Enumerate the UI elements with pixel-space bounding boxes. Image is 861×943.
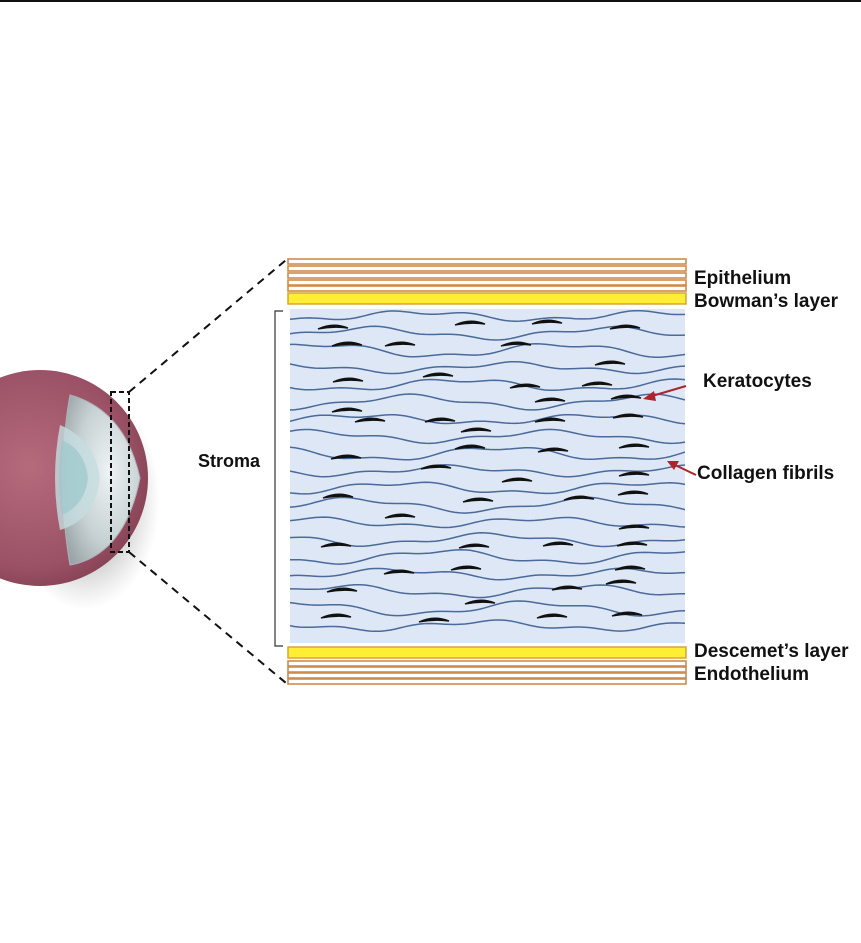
keratocyte-cell [320, 613, 352, 619]
keratocyte-cell [610, 394, 642, 400]
keratocyte-cell [581, 381, 613, 387]
keratocytes [317, 319, 650, 623]
keratocyte-cell [534, 397, 566, 403]
keratocytes-arrow [643, 385, 687, 401]
stroma-label: Stroma [198, 451, 261, 471]
keratocyte-cell [384, 513, 416, 519]
top-border [0, 0, 861, 2]
keratocyte-cell [317, 324, 349, 330]
keratocyte-cell [422, 372, 454, 378]
keratocyte-cell [612, 413, 644, 419]
endothelium-cell-layer [287, 678, 687, 685]
keratocyte-cell [454, 444, 486, 450]
keratocyte-cell [500, 341, 532, 347]
collagen-fibril [290, 360, 685, 375]
collagen-fibril [290, 496, 685, 514]
keratocyte-cell [331, 341, 363, 347]
keratocyte-cell [354, 417, 386, 423]
keratocyte-cell [462, 497, 494, 503]
endothelium-label: Endothelium [694, 664, 810, 685]
bowmans-layer-label: Bowman’s layer [694, 291, 838, 312]
keratocyte-cell [454, 320, 486, 326]
zoom-box [110, 391, 130, 553]
collagen-arrow [667, 461, 697, 476]
keratocyte-cell [322, 493, 354, 499]
keratocyte-cell [531, 319, 563, 325]
keratocyte-cell [330, 454, 362, 460]
keratocyte-cell [536, 613, 568, 619]
collagen-fibril [290, 446, 685, 461]
keratocyte-cell [384, 341, 416, 347]
endothelium-cell-layer [287, 660, 687, 667]
zoom-line-bottom [128, 551, 287, 684]
collagen-fibril [290, 583, 685, 599]
endothelium-layers [287, 660, 687, 685]
keratocyte-cell [418, 617, 450, 623]
descemets-layer-label: Descemet’s layer [694, 641, 849, 662]
collagen-fibrils-label: Collagen fibrils [697, 463, 835, 484]
epithelium-cell-layer [287, 279, 687, 286]
collagen-fibril [290, 619, 685, 633]
epithelium-label: Epithelium [694, 268, 792, 289]
bowmans-layer [287, 292, 687, 305]
epithelium-layers [287, 258, 687, 292]
keratocyte-cell [464, 599, 496, 605]
collagen-fibril [290, 343, 685, 359]
keratocytes-label: Keratocytes [703, 371, 812, 392]
keratocyte-cell [618, 524, 650, 530]
collagen-fibril [290, 464, 685, 478]
keratocyte-cell [618, 443, 650, 449]
keratocyte-cell [501, 477, 533, 483]
endothelium-cell-layer [287, 666, 687, 673]
collagen-fibril [290, 548, 685, 565]
keratocyte-cell [331, 407, 363, 413]
keratocyte-cell [450, 565, 482, 571]
endothelium-cell-layer [287, 672, 687, 679]
keratocyte-cell [509, 383, 541, 389]
collagen-fibril [290, 481, 685, 495]
keratocyte-cell [563, 495, 595, 501]
keratocyte-cell [614, 565, 646, 571]
keratocyte-cell [609, 324, 641, 330]
keratocyte-cell [605, 579, 637, 585]
collagen-fibrils [290, 309, 685, 633]
descemets-layer [287, 646, 687, 659]
keratocyte-cell [617, 490, 649, 496]
keratocyte-cell [551, 585, 583, 591]
zoom-line-top [128, 259, 287, 393]
keratocyte-cell [320, 542, 352, 548]
keratocyte-cell [616, 541, 648, 547]
epithelium-cell-layer [287, 265, 687, 272]
collagen-fibril [290, 516, 685, 529]
keratocyte-cell [594, 360, 626, 366]
collagen-fibril [290, 378, 685, 392]
epithelium-cell-layer [287, 285, 687, 292]
keratocyte-cell [383, 569, 415, 575]
stroma-background [290, 309, 685, 643]
stroma-bracket [274, 310, 283, 647]
keratocyte-cell [460, 427, 492, 433]
keratocyte-cell [332, 377, 364, 383]
keratocyte-cell [326, 587, 358, 593]
keratocyte-cell [542, 541, 574, 547]
epithelium-cell-layer [287, 258, 687, 265]
keratocyte-cell [611, 611, 643, 617]
epithelium-cell-layer [287, 272, 687, 279]
keratocyte-cell [424, 417, 456, 423]
keratocyte-cell [537, 447, 569, 453]
keratocyte-cell [420, 464, 452, 470]
keratocyte-cell [458, 543, 490, 549]
keratocyte-cell [534, 417, 566, 423]
collagen-fibril [290, 428, 685, 445]
eye-illustration [0, 370, 160, 610]
keratocyte-cell [618, 471, 650, 477]
collagen-fibril [290, 393, 685, 411]
collagen-fibril [290, 309, 685, 322]
